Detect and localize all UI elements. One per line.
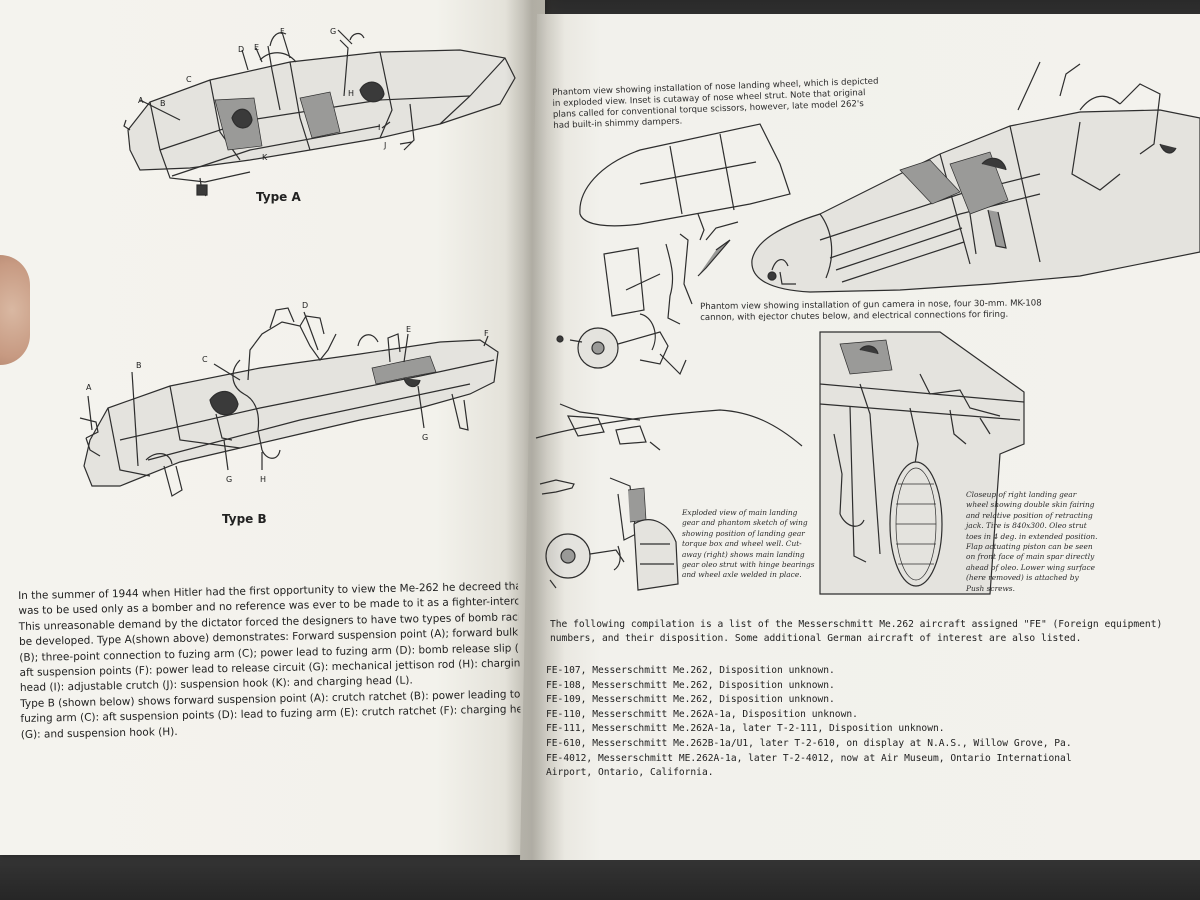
list-item: FE-109, Messerschmitt Me.262, Dispositio… <box>546 694 835 706</box>
closeup-caption: Closeup of right landing gear wheel show… <box>966 490 1098 594</box>
caption-line: toes in 4 deg. in extended position. <box>966 531 1098 541</box>
type-b-callout-e: E <box>406 325 411 334</box>
caption-line: Push screws. <box>966 583 1015 593</box>
caption-line: gear and phantom sketch of wing <box>682 518 808 528</box>
list-item: FE-108, Messerschmitt Me.262, Dispositio… <box>546 679 835 691</box>
main-gear-caption: Exploded view of main landing gear and p… <box>682 508 815 581</box>
type-a-callout-b: B <box>160 99 166 108</box>
list-item: FE-110, Messerschmitt Me.262A-1a, Dispos… <box>546 708 858 720</box>
left-page: A B C D E F G H I J K Type A <box>0 0 545 855</box>
type-a-callout-i: I <box>378 123 380 132</box>
intro-line: numbers, and their disposition. Some add… <box>550 632 1082 644</box>
intro-line: The following compilation is a list of t… <box>550 619 1163 630</box>
nose-wheel-exploded-diagram <box>556 123 791 376</box>
type-a-callout-c: C <box>186 75 192 84</box>
type-b-callout-g-right: G <box>422 433 428 442</box>
type-b-callout-c: C <box>202 355 208 364</box>
caption-line: away (right) shows main landing <box>682 549 805 559</box>
list-item: FE-4012, Messerschmitt ME.262A-1a, later… <box>546 752 1072 764</box>
type-a-callout-a: A <box>138 96 144 105</box>
type-b-callout-f: F <box>484 329 489 338</box>
fe-aircraft-list: FE-107, Messerschmitt Me.262, Dispositio… <box>546 664 1072 781</box>
type-b-callout-a: A <box>86 383 92 392</box>
landing-gear-closeup-diagram <box>819 331 1025 595</box>
type-a-callout-j: J <box>383 141 386 150</box>
caption-line: jack. Tire is 840x300. Oleo strut <box>966 521 1087 531</box>
caption-line: Flap actuating piston can be seen <box>966 542 1093 552</box>
caption-line: and relative position of retracting <box>966 510 1093 520</box>
list-item: FE-610, Messerschmitt Me.262B-1a/U1, lat… <box>546 737 1072 749</box>
right-page: Phantom view showing installation of nos… <box>520 14 1200 860</box>
type-b-bomb-rack-diagram: A B C D E F G G H <box>79 301 499 497</box>
compilation-intro: The following compilation is a list of t… <box>550 618 1162 646</box>
list-item: FE-111, Messerschmitt Me.262A-1a, later … <box>546 723 945 735</box>
type-a-callout-f: F <box>280 27 285 36</box>
type-a-callout-e: E <box>254 43 259 52</box>
bomb-rack-description: In the summer of 1944 when Hitler had th… <box>18 579 521 743</box>
type-a-callout-k: K <box>262 153 268 162</box>
caption-line: showing position of landing gear <box>682 528 805 538</box>
caption-line: ahead of oleo. Lower wing surface <box>966 562 1095 572</box>
caption-line: torque box and wheel well. Cut- <box>682 539 802 549</box>
caption-line: on front face of main spar directly <box>966 552 1095 562</box>
caption-line: wheel showing double skin fairing <box>966 500 1095 510</box>
main-landing-gear-exploded-diagram <box>535 403 803 591</box>
type-b-title: Type B <box>222 512 267 526</box>
list-item: FE-107, Messerschmitt Me.262, Dispositio… <box>546 665 835 676</box>
caption-line: and wheel axle welded in place. <box>682 570 802 580</box>
type-b-callout-h: H <box>260 475 266 484</box>
type-a-bomb-rack-diagram: A B C D E F G H I J K <box>123 27 516 197</box>
type-a-callout-g: G <box>330 27 336 36</box>
type-b-callout-g-left: G <box>226 475 232 484</box>
caption-line: gear oleo strut with hinge bearings <box>682 560 815 570</box>
type-b-callout-d: D <box>302 301 308 310</box>
type-a-callout-h: H <box>348 89 354 98</box>
holding-finger <box>0 255 30 365</box>
list-item: Airport, Ontario, California. <box>546 767 714 779</box>
caption-line: Closeup of right landing gear <box>966 490 1077 499</box>
type-a-callout-d: D <box>238 45 244 54</box>
type-a-title: Type A <box>256 190 301 204</box>
caption-line: Exploded view of main landing <box>682 508 798 517</box>
type-b-callout-b: B <box>136 361 142 370</box>
gun-camera-nose-diagram <box>751 61 1200 293</box>
caption-line: (here removed) is attached by <box>966 573 1079 583</box>
